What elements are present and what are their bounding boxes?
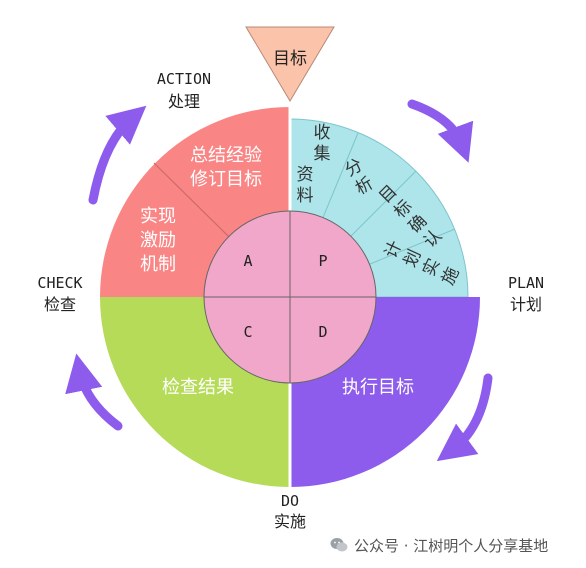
cycle-arrow-icon [65,353,123,431]
cycle-arrow-icon [88,105,147,205]
plan-cn: 计划 [510,295,542,314]
check-cn: 检查 [44,295,76,314]
svg-text:划: 划 [400,247,425,271]
quadrant-a: A [243,252,252,270]
action-en: ACTION [157,70,211,88]
plan-en: PLAN [508,274,544,292]
do-en: DO [281,492,299,510]
svg-text:料: 料 [297,186,314,206]
svg-text:实: 实 [419,256,444,280]
goal-label: 目标 [273,49,307,69]
plan-item-implement: 计 划 实 施 [381,238,463,288]
do-cn: 实施 [274,512,306,531]
quadrant-d: D [318,323,327,341]
goal-triangle [245,26,335,102]
check-label: 检查结果 [162,377,234,398]
action-text-1: 总结经验 [190,145,262,166]
svg-text:施: 施 [438,264,463,288]
cycle-arrow-icon [436,373,493,462]
action-text-3: 实现 [140,206,176,227]
action-text-2: 修订目标 [190,169,262,190]
quadrant-p: P [318,252,327,270]
quadrant-c: C [243,323,252,341]
svg-text:收: 收 [314,123,331,143]
do-label: 执行目标 [342,377,414,398]
svg-text:计: 计 [381,238,406,262]
wechat-icon [330,538,348,552]
svg-text:集: 集 [314,144,331,164]
action-text-4: 激励 [140,230,176,251]
plan-item-collect: 收 集 资 料 [297,123,331,206]
watermark-text: 公众号 · 江树明个人分享基地 [354,536,549,555]
cycle-arrow-icon [407,99,474,163]
svg-text:资: 资 [297,165,314,185]
action-text-5: 机制 [140,254,176,275]
watermark: 公众号 · 江树明个人分享基地 [330,534,548,556]
check-en: CHECK [37,274,82,292]
action-cn: 处理 [168,92,200,111]
